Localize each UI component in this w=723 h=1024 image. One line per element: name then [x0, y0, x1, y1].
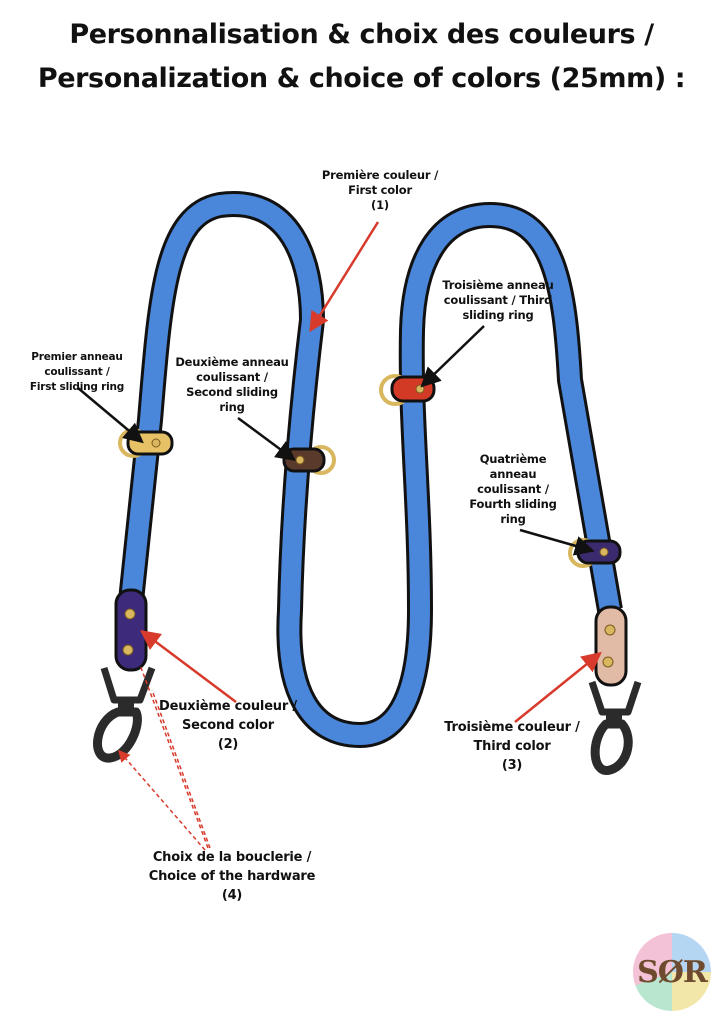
label-third-color: Troisième couleur /Third color(3) — [444, 720, 580, 773]
label-second-color: Deuxième couleur /Second color(2) — [159, 699, 297, 752]
dashed-hardware-2 — [151, 689, 211, 849]
arrow-first-color — [309, 221, 380, 333]
brand-logo-text: SØR — [637, 954, 708, 990]
dashed-hardware-1 — [139, 664, 209, 849]
label-first-ring: Premier anneau coulissant /First sliding… — [29, 351, 125, 393]
right-snap-hook — [588, 680, 642, 775]
arrow-third-color — [514, 651, 602, 723]
sliding-ring-1 — [118, 428, 174, 458]
strap — [117, 191, 623, 748]
arrow-fourth-ring — [519, 528, 595, 556]
dashed-hardware-3 — [118, 749, 206, 851]
page-title-french: Personnalisation & choix des couleurs / — [69, 19, 654, 50]
right-end-third-color — [594, 605, 628, 687]
arrow-second-color — [140, 630, 237, 703]
sliding-ring-4 — [568, 538, 622, 568]
arrow-second-ring — [237, 416, 297, 461]
left-snap-hook — [93, 666, 156, 763]
arrow-first-ring — [77, 387, 144, 444]
sliding-ring-3 — [379, 374, 436, 406]
brand-logo: SØR — [633, 933, 711, 1011]
sliding-ring-2 — [282, 445, 336, 475]
arrow-third-ring — [420, 325, 485, 388]
label-first-color: Première couleur /First color(1) — [321, 168, 439, 212]
page-title-english: Personalization & choice of colors (25mm… — [37, 63, 686, 94]
left-end-second-color — [114, 588, 148, 672]
label-hardware: Choix de la bouclerie /Choice of the har… — [148, 850, 316, 903]
